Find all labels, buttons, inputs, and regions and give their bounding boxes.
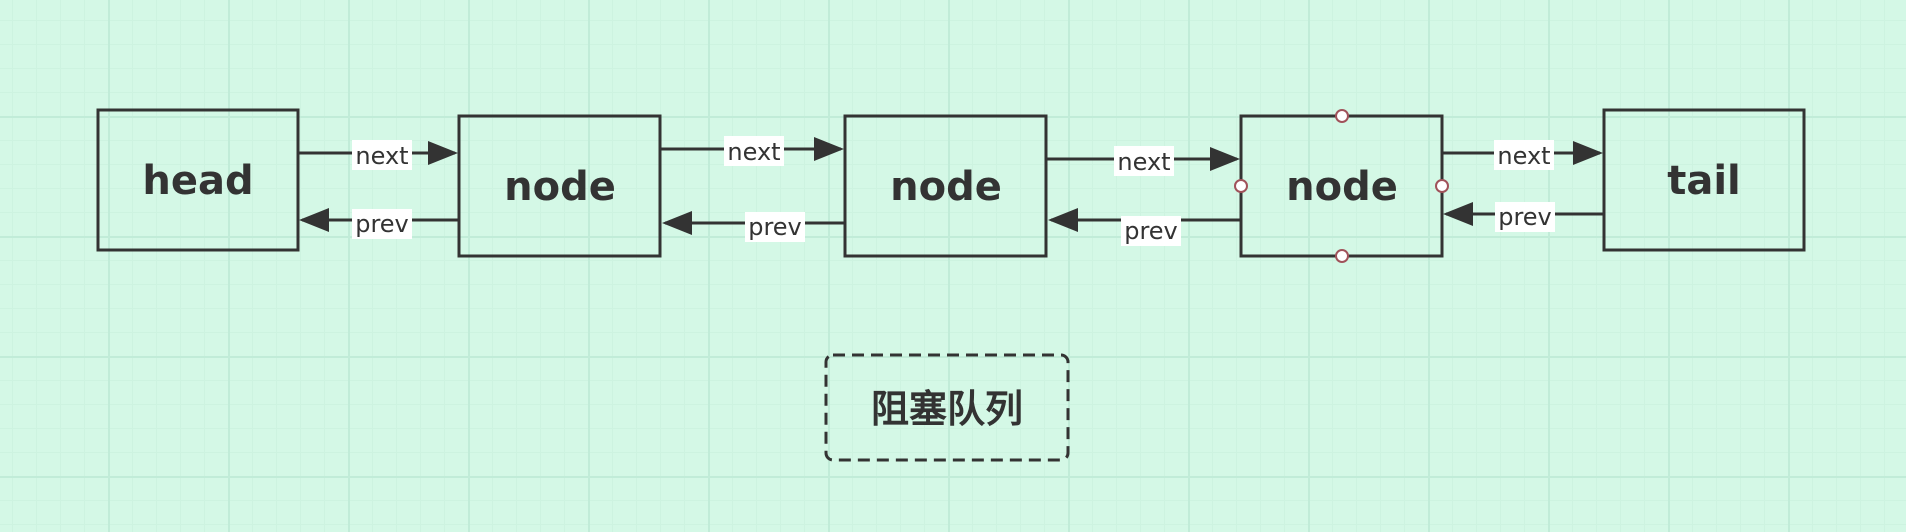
node-label: node [1286,164,1398,210]
node-1[interactable]: node [457,114,662,258]
edge-label-text: prev [748,213,802,241]
edge-label: next [1494,140,1554,170]
connection-handle-bottom[interactable] [1335,249,1349,263]
edge-label-text: prev [1124,217,1178,245]
node-label: node [890,164,1002,210]
edge-labels: next prev next prev next prev next prev [352,136,1555,246]
edge-label: next [1114,146,1174,176]
connection-handle-right[interactable] [1435,179,1449,193]
edge-label-text: next [727,138,780,166]
edge-label: prev [1121,216,1181,246]
node-label: head [142,158,253,204]
node-2[interactable]: node [843,114,1048,258]
node-head[interactable]: head [96,108,300,252]
edge-label: next [724,136,784,166]
connection-handle-left[interactable] [1234,179,1248,193]
edge-label: prev [745,212,805,242]
node-label: node [504,164,616,210]
queue-caption-text: 阻塞队列 [871,387,1023,431]
edge-label-text: next [1497,142,1550,170]
edge-label: prev [352,209,412,239]
node-3-selected[interactable]: node [1234,109,1449,263]
connection-handle-top[interactable] [1335,109,1349,123]
edge-label-text: next [355,142,408,170]
node-tail[interactable]: tail [1602,108,1806,252]
edge-label-text: prev [355,210,409,238]
edge-label: next [352,140,412,170]
edge-label-text: prev [1498,203,1552,231]
nodes: head node node node tail [96,108,1806,263]
node-label: tail [1667,158,1741,204]
edge-label: prev [1495,202,1555,232]
edge-label-text: next [1117,148,1170,176]
queue-caption[interactable]: 阻塞队列 [824,353,1070,462]
